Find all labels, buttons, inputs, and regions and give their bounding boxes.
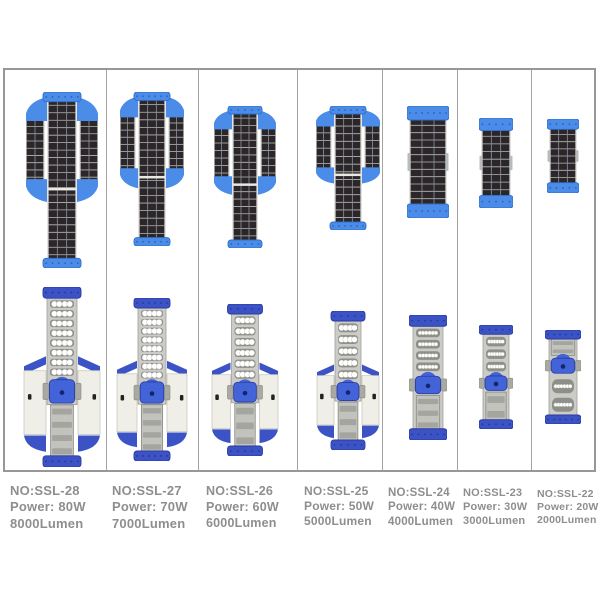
product-number: NO:SSL-27 (112, 483, 182, 498)
ssl-22-lamp-head-bottom-view (545, 330, 581, 424)
ssl-23-lamp-head-bottom-view (479, 325, 513, 429)
ssl-23-solar-panel-top-view (479, 118, 513, 208)
ssl-25-lamp-head-bottom-view (316, 311, 380, 450)
comparison-table-frame (3, 68, 596, 472)
product-lumen: 5000Lumen (304, 514, 372, 529)
product-number: NO:SSL-23 (463, 487, 523, 499)
product-number: NO:SSL-25 (304, 484, 369, 498)
ssl-24-solar-panel-top-view (407, 106, 449, 218)
product-lumen: 7000Lumen (112, 515, 186, 531)
product-label: NO:SSL-27 Power: 70W 7000Lumen (112, 483, 188, 532)
product-number: NO:SSL-24 (388, 487, 450, 499)
ssl-26-solar-panel-top-view (214, 106, 276, 248)
ssl-25-solar-panel-top-view (316, 106, 380, 230)
product-power: Power: 60W (206, 499, 279, 514)
product-power: Power: 80W (10, 499, 86, 515)
column-divider (106, 70, 107, 470)
product-label: NO:SSL-26 Power: 60W 6000Lumen (206, 484, 279, 531)
product-lumen: 8000Lumen (10, 515, 84, 531)
product-label: NO:SSL-24 Power: 40W 4000Lumen (388, 486, 455, 529)
ssl-26-lamp-head-bottom-view (211, 304, 279, 456)
column-divider (198, 70, 199, 470)
product-lumen: 3000Lumen (463, 514, 526, 527)
product-power: Power: 20W (537, 501, 599, 514)
product-lumen: 6000Lumen (206, 515, 277, 530)
product-power: Power: 30W (463, 500, 528, 513)
column-divider (297, 70, 298, 470)
column-divider (382, 70, 383, 470)
column-divider (457, 70, 458, 470)
product-power: Power: 50W (304, 499, 375, 514)
ssl-27-solar-panel-top-view (120, 92, 184, 246)
product-number: NO:SSL-28 (10, 483, 80, 498)
column-divider (531, 70, 532, 470)
product-label: NO:SSL-28 Power: 80W 8000Lumen (10, 483, 86, 532)
product-label: NO:SSL-23 Power: 30W 3000Lumen (463, 487, 527, 529)
product-label: NO:SSL-22 Power: 20W 2000Lumen (537, 488, 599, 528)
ssl-24-lamp-head-bottom-view (409, 315, 447, 440)
ssl-22-solar-panel-top-view (547, 119, 579, 193)
product-lumen: 4000Lumen (388, 515, 454, 528)
ssl-28-solar-panel-top-view (26, 92, 98, 268)
product-lumen: 2000Lumen (537, 514, 597, 527)
product-power: Power: 40W (388, 501, 456, 514)
ssl-27-lamp-head-bottom-view (116, 298, 188, 461)
product-power: Power: 70W (112, 499, 188, 515)
product-number: NO:SSL-22 (537, 488, 594, 500)
product-label: NO:SSL-25 Power: 50W 5000Lumen (304, 484, 374, 529)
ssl-28-lamp-head-bottom-view (23, 287, 101, 467)
product-number: NO:SSL-26 (206, 484, 274, 498)
